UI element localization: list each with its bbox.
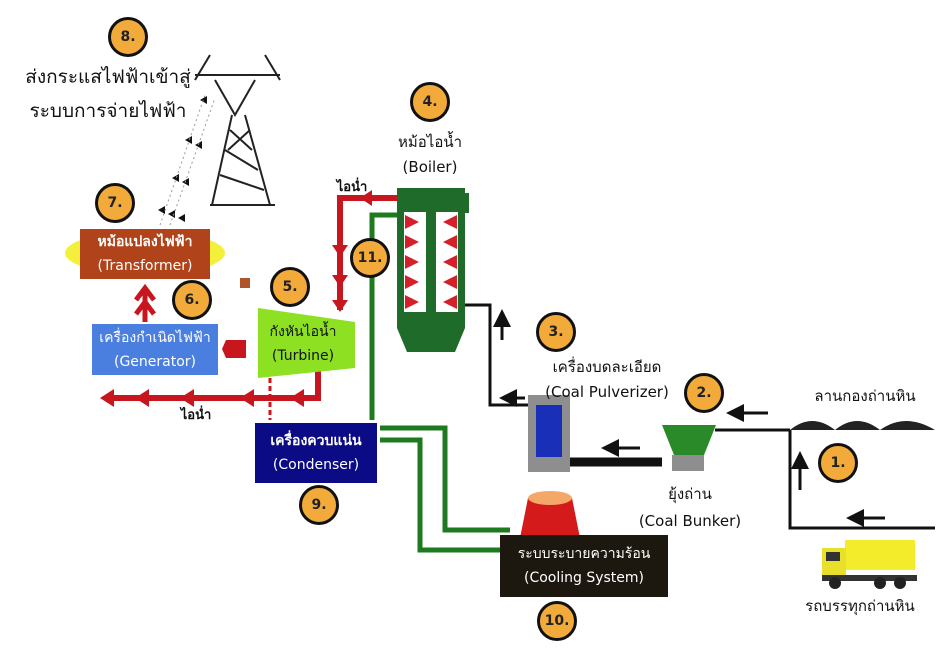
generator-label-en: (Generator)	[113, 353, 197, 370]
steam-arrows	[100, 190, 372, 407]
step-badge-1: 1.	[818, 443, 858, 483]
cooling-label-en: (Cooling System)	[523, 570, 645, 586]
transmission-tower-icon	[194, 54, 281, 206]
power-arrow	[134, 283, 156, 322]
step-badge-4: 4.	[410, 82, 450, 122]
coal-truck-icon	[822, 540, 917, 589]
generator-box: เครื่องกำเนิดไฟฟ้า (Generator)	[92, 324, 218, 375]
steam-pipe	[105, 195, 397, 420]
turbine-label-en: (Turbine)	[271, 348, 335, 364]
boiler-label-th: หม้อไอน้ำ	[397, 133, 463, 151]
steam-label: ไอน่ำ	[336, 180, 368, 195]
step-badge-11: 11.	[350, 238, 390, 278]
coal-conveyor	[465, 303, 935, 530]
boiler-label-en: (Boiler)	[402, 158, 458, 176]
condenser-label-th: เครื่องควบแน่น	[270, 433, 362, 449]
coal-yard-label: ลานกองถ่านหิน	[814, 387, 916, 405]
step-badge-9: 9.	[299, 485, 339, 525]
step-badge-2: 2.	[684, 373, 724, 413]
step-badge-7: 7.	[95, 183, 135, 223]
grid-text-line1: ส่งกระแสไฟฟ้าเข้าสู่	[25, 66, 191, 88]
shaft-coupling	[222, 340, 246, 358]
step-badge-3: 3.	[536, 312, 576, 352]
condenser-label-en: (Condenser)	[272, 457, 360, 473]
generator-label-th: เครื่องกำเนิดไฟฟ้า	[99, 329, 211, 346]
water-pipe	[369, 212, 510, 553]
steam-label: ไอน่ำ	[180, 408, 212, 423]
cooling-tower	[520, 491, 580, 538]
grid-text-line2: ระบบการจ่ายไฟฟ้า	[29, 100, 187, 122]
coal-pile	[790, 421, 935, 430]
transformer-label-th: หม้อแปลงไฟฟ้า	[97, 234, 193, 250]
step-badge-10: 10.	[537, 601, 577, 641]
step-badge-6: 6.	[172, 280, 212, 320]
bunker-label-en: (Coal Bunker)	[638, 512, 742, 530]
transmission-arrows	[158, 94, 216, 226]
boiler	[397, 188, 469, 352]
condenser-box: เครื่องควบแน่น (Condenser)	[255, 423, 377, 483]
transformer-label-en: (Transformer)	[97, 258, 193, 274]
step-badge-8: 8.	[108, 17, 148, 57]
bunker-label-th: ยุ้งถ่าน	[668, 485, 712, 503]
coal-bunker	[662, 425, 716, 471]
transformer-box: หม้อแปลงไฟฟ้า (Transformer)	[80, 229, 210, 279]
pulverizer-label-en: (Coal Pulverizer)	[545, 383, 669, 401]
truck-label: รถบรรทุกถ่านหิน	[805, 597, 915, 615]
cooling-label-th: ระบบระบายความร้อน	[517, 546, 651, 562]
cooling-system-box: ระบบระบายความร้อน (Cooling System)	[500, 535, 668, 597]
pulverizer-label-th: เครื่องบดละเอียด	[552, 358, 662, 376]
small-square	[240, 278, 250, 288]
turbine-label-th: กังหันไอน้ำ	[269, 324, 337, 340]
step-badge-5: 5.	[270, 267, 310, 307]
coal-pulverizer	[528, 395, 570, 472]
turbine-shape	[258, 308, 355, 378]
turbine-box: กังหันไอน้ำ (Turbine)	[258, 318, 348, 370]
